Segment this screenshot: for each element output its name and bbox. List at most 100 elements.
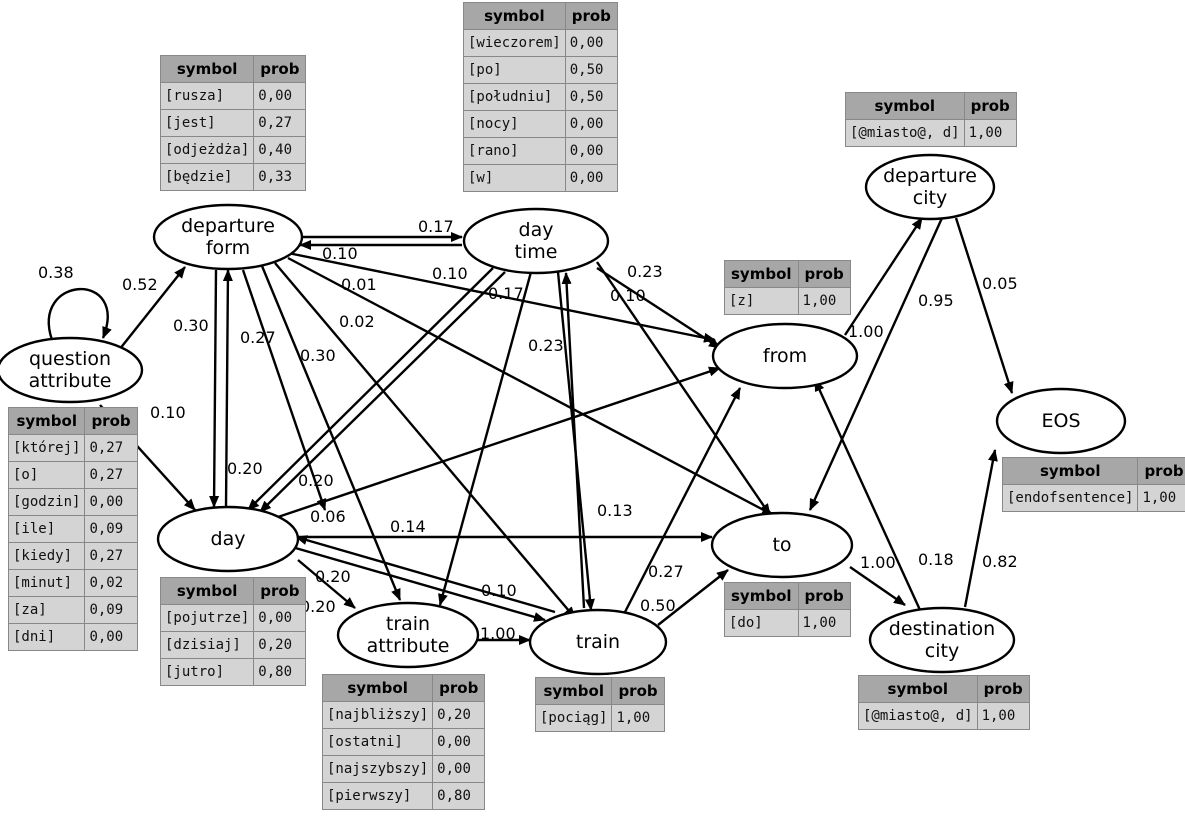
prob-column-header: prob <box>611 677 665 705</box>
prob-cell: 1,00 <box>797 609 851 637</box>
prob-cell: 0,27 <box>84 434 138 462</box>
prob-cell: 0,20 <box>432 701 486 729</box>
table-row: [dni]0,00 <box>7 623 138 651</box>
table-row: [południu]0,50 <box>463 83 618 111</box>
transition-probability-label: 0.82 <box>982 552 1018 571</box>
transition-probability-label: 0.23 <box>528 336 564 355</box>
symbol-cell: [nocy] <box>463 110 566 138</box>
prob-column-header: prob <box>797 582 851 610</box>
table-row: [minut]0,02 <box>7 569 138 597</box>
transition-probability-label: 0.20 <box>315 567 351 586</box>
prob-column-header: prob <box>84 407 138 435</box>
symbol-column-header: symbol <box>1001 457 1139 485</box>
prob-cell: 0,09 <box>84 596 138 624</box>
transition-arrow-15 <box>561 272 586 609</box>
question-attribute-label: question <box>29 348 111 370</box>
to-label: to <box>772 534 791 556</box>
prob-cell: 0,00 <box>84 623 138 651</box>
prob-cell: 1,00 <box>611 704 665 732</box>
transition-probability-label: 0.18 <box>918 550 954 569</box>
transition-probability-label: 0.20 <box>227 459 263 478</box>
symbol-cell: [minut] <box>7 569 86 597</box>
transition-arrow-18 <box>274 366 721 520</box>
transition-arrow-10 <box>287 256 774 517</box>
prob-cell: 0,33 <box>253 163 307 191</box>
transition-probability-label: 0.27 <box>240 328 276 347</box>
symbol-cell: [będzie] <box>159 163 255 191</box>
transition-arrow-5 <box>260 265 402 601</box>
prob-column-header: prob <box>797 260 851 288</box>
transition-probability-label: 0.17 <box>488 284 524 303</box>
symbol-column-header: symbol <box>159 577 255 605</box>
prob-column-header: prob <box>253 55 307 83</box>
table-row: [jest]0,27 <box>159 109 307 137</box>
day-time-label: day <box>519 219 554 241</box>
transition-probability-label: 0.05 <box>982 274 1018 293</box>
table-row: [pierwszy]0,80 <box>321 782 486 810</box>
question-attribute-label: attribute <box>29 370 112 392</box>
transition-probability-label: 0.13 <box>597 501 633 520</box>
transition-probability-label: 1.00 <box>848 322 884 341</box>
table-row: [ile]0,09 <box>7 515 138 543</box>
prob-column-header: prob <box>253 577 307 605</box>
EOS-node: EOS <box>995 387 1127 455</box>
symbol-cell: [pociąg] <box>534 704 613 732</box>
prob-column-header: prob <box>432 674 486 702</box>
symbol-cell: [pojutrze] <box>159 604 255 632</box>
symbol-column-header: symbol <box>858 675 978 703</box>
EOS-ellipse <box>995 387 1127 455</box>
prob-cell: 0,02 <box>84 569 138 597</box>
prob-cell: 0,00 <box>432 755 486 783</box>
prob-column-header: prob <box>564 2 618 30</box>
prob-cell: 0,27 <box>253 109 307 137</box>
departure-form-label: form <box>206 237 250 259</box>
transition-arrow-13 <box>438 271 533 606</box>
table-row: [nocy]0,00 <box>463 110 618 138</box>
symbol-cell: [kiedy] <box>7 542 86 570</box>
table-row: [pojutrze]0,00 <box>159 604 307 632</box>
table-row: [za]0,09 <box>7 596 138 624</box>
transition-arrow-12 <box>259 271 506 513</box>
prob-cell: 1,00 <box>963 119 1017 147</box>
transition-probability-label: 0.10 <box>481 581 517 600</box>
prob-cell: 0,80 <box>432 782 486 810</box>
transition-arrow-28 <box>954 217 1014 394</box>
prob-cell: 0,00 <box>564 164 618 192</box>
transition-arrow-2 <box>209 269 220 508</box>
train-attribute-label: attribute <box>367 635 450 657</box>
table-row: [najbliższy]0,20 <box>321 701 486 729</box>
symbol-column-header: symbol <box>724 260 799 288</box>
prob-cell: 1,00 <box>1137 484 1185 512</box>
transition-arrow-22 <box>297 559 356 609</box>
EOS-label: EOS <box>1041 410 1080 432</box>
symbol-cell: [z] <box>724 287 799 315</box>
symbol-cell: [wieczorem] <box>463 29 566 57</box>
symbol-cell: [do] <box>724 609 799 637</box>
train-label: train <box>576 631 620 653</box>
transition-arrow-31 <box>963 449 998 608</box>
to-ellipse <box>710 511 854 579</box>
symbol-cell: [@miasto@, d] <box>858 702 978 730</box>
prob-cell: 0,09 <box>84 515 138 543</box>
symbol-cell: [najbliższy] <box>321 701 434 729</box>
transition-probability-label: 0.10 <box>610 286 646 305</box>
destination-city-label: destination <box>889 618 995 640</box>
transition-probability-label: 0.95 <box>918 291 954 310</box>
transition-probability-label: 0.20 <box>300 597 336 616</box>
prob-cell: 0,00 <box>253 604 307 632</box>
day-node: day <box>156 505 300 573</box>
symbol-cell: [odjeżdża] <box>159 136 255 164</box>
transition-arrow-24 <box>623 387 742 613</box>
transition-probability-label: 0.38 <box>38 263 74 282</box>
symbol-column-header: symbol <box>463 2 566 30</box>
table-row: [endofsentence]1,00 <box>1001 484 1185 512</box>
